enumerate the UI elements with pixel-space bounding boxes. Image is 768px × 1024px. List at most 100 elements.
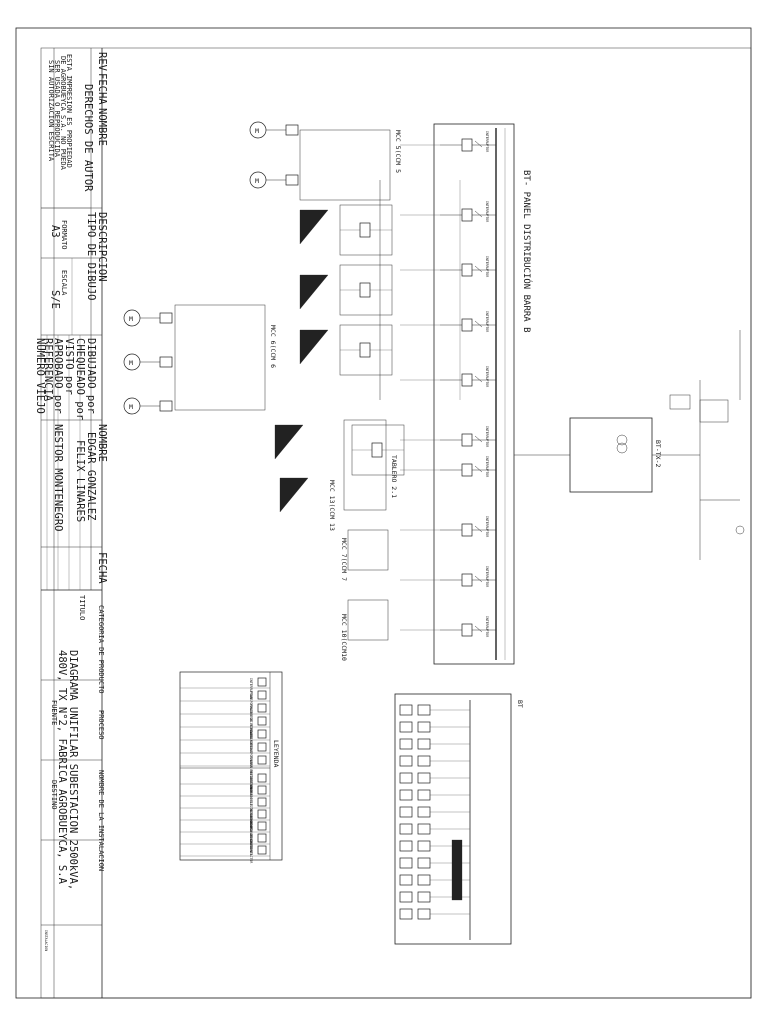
breaker-label: INTERRUPTOR	[485, 366, 489, 387]
bt-row-load	[399, 908, 413, 920]
tablero-label: TABLERO 2.1	[390, 455, 398, 498]
breaker-label: INTERRUPTOR	[485, 456, 489, 477]
motor-letter: M	[255, 127, 259, 135]
formato-value: A3	[49, 225, 61, 238]
rev-label: REV	[96, 52, 108, 72]
tipo-de-dibujo: TIPO DE DIBUJO	[85, 212, 97, 301]
breaker-contact	[474, 320, 483, 328]
main-panel-box	[433, 123, 515, 665]
legend-title: LEYENDA	[272, 740, 280, 767]
breaker-contact	[474, 140, 483, 148]
proceso-label: PROCESO	[97, 710, 105, 740]
bt-busbar-segment	[451, 839, 463, 901]
breaker-contact	[474, 625, 483, 633]
drawing-title-line-1: DIAGRAMA UNIFILAR SUBESTACION 2500kVA,	[67, 650, 79, 890]
person-dibujado: EDGAR GONZALEZ	[85, 432, 97, 521]
tapered-bar	[279, 477, 309, 513]
categoria-label: CATEGORIA DE PRODUCTO	[97, 605, 105, 694]
legend-symbol	[257, 742, 267, 752]
legend-symbol	[257, 797, 267, 807]
breaker-symbol	[461, 208, 473, 222]
bt-row-load	[399, 789, 413, 801]
bt-row-load	[399, 738, 413, 750]
mcc10-box	[347, 599, 389, 641]
breaker-label: INTERRUPTOR	[485, 616, 489, 637]
bt-row-load	[399, 823, 413, 835]
breaker-label: INTERRUPTOR	[485, 201, 489, 222]
title-block: REV FECHA NOMBRE DESCRIPCION DERECHOS DE…	[34, 48, 108, 998]
legend-symbol	[257, 690, 267, 700]
legend-item-label: BARRA DE COBRE	[249, 822, 253, 849]
legend-symbol	[257, 703, 267, 713]
breaker-label: INTERRUPTOR	[485, 131, 489, 152]
legend-item-label: TRANSFORMADOR DE POTENCIA	[249, 691, 253, 739]
legend-symbol	[257, 785, 267, 795]
legend-item-label: SECCIONADOR FUSIBLE	[249, 717, 253, 754]
breaker-contact	[474, 525, 483, 533]
breaker-contact	[474, 210, 483, 218]
bt-row-breaker	[417, 891, 431, 903]
bt-panel-box	[394, 693, 512, 945]
role-chequeado: CHEQUEADO por	[74, 338, 86, 420]
breaker-contact	[474, 265, 483, 273]
mcc6-box	[174, 304, 266, 411]
breaker-symbol	[461, 263, 473, 277]
bt-row-load	[399, 891, 413, 903]
bt-row-load	[399, 857, 413, 869]
role-visto: VISTO por	[63, 338, 75, 395]
bt-row-breaker	[417, 704, 431, 716]
derechos-line-2: DE AGROBUEYCA S.A. NO PUEDA	[59, 56, 67, 171]
breaker-symbol	[461, 463, 473, 477]
tapered-bar	[299, 209, 329, 245]
derechos-line-3: SER USADA O REPRODUCIDA	[53, 60, 61, 158]
bt-row-load	[399, 721, 413, 733]
breaker-label: INTERRUPTOR	[485, 426, 489, 447]
legend-symbol	[257, 755, 267, 765]
bt-panel-label: BT	[516, 700, 524, 708]
legend-item-label: INTERRUPTOR	[249, 678, 253, 699]
mcc6-label: MCC 6(CCM 6	[269, 325, 277, 368]
bt-row-breaker	[417, 908, 431, 920]
tapered-bar	[299, 274, 329, 310]
legend-symbol	[257, 729, 267, 739]
load-panel-breaker	[359, 342, 371, 358]
load-panels	[274, 180, 461, 513]
legend-item-label: TRANSFORMADOR DE CORRIENTE	[249, 743, 253, 793]
transformer-label: BT-TX-2	[654, 440, 662, 467]
escala-value: S/E	[49, 290, 61, 309]
stamp-text: INSTALACION	[44, 930, 48, 951]
breaker-symbol	[461, 138, 473, 152]
bt-row-breaker	[417, 840, 431, 852]
breaker-symbol	[461, 523, 473, 537]
bt-row-breaker	[417, 789, 431, 801]
motor-letter: M	[255, 177, 259, 185]
legend-symbol	[257, 716, 267, 726]
legend-item-label: CABLEADO	[249, 730, 253, 745]
breaker-label: INTERRUPTOR	[485, 311, 489, 332]
breaker-contact	[474, 435, 483, 443]
bt-row-load	[399, 772, 413, 784]
titulo-label: TITULO	[78, 595, 86, 620]
breaker-label: INTERRUPTOR	[485, 516, 489, 537]
bt-row-breaker	[417, 874, 431, 886]
legend-symbol	[257, 821, 267, 831]
breaker-contact	[474, 465, 483, 473]
nombre-column-header: NOMBRE	[96, 424, 108, 462]
person-chequeado: FELIX LINARES	[74, 440, 86, 522]
escala-label: ESCALA	[60, 270, 68, 296]
breaker-symbol	[461, 573, 473, 587]
motor-starter	[159, 400, 173, 412]
bt-row-breaker	[417, 806, 431, 818]
mcc10-label: MCC 10(CCM10	[340, 614, 348, 661]
motor-starter	[159, 356, 173, 368]
drawing-title-line-2: 480V, TX N°2, FABRICA AGROBUEYCA, S.A	[56, 650, 68, 885]
legend-item-label: RELE DE SOBRECARGA	[249, 798, 253, 833]
motor-letter: M	[129, 359, 133, 367]
tablero-box	[343, 419, 387, 511]
role-aprobado: APROBADO por	[52, 338, 64, 414]
breaker-symbol	[461, 433, 473, 447]
load-panel-breaker	[359, 282, 371, 298]
derechos-line-1: ESTA IMPRESION ES PROPIEDAD	[65, 54, 73, 168]
